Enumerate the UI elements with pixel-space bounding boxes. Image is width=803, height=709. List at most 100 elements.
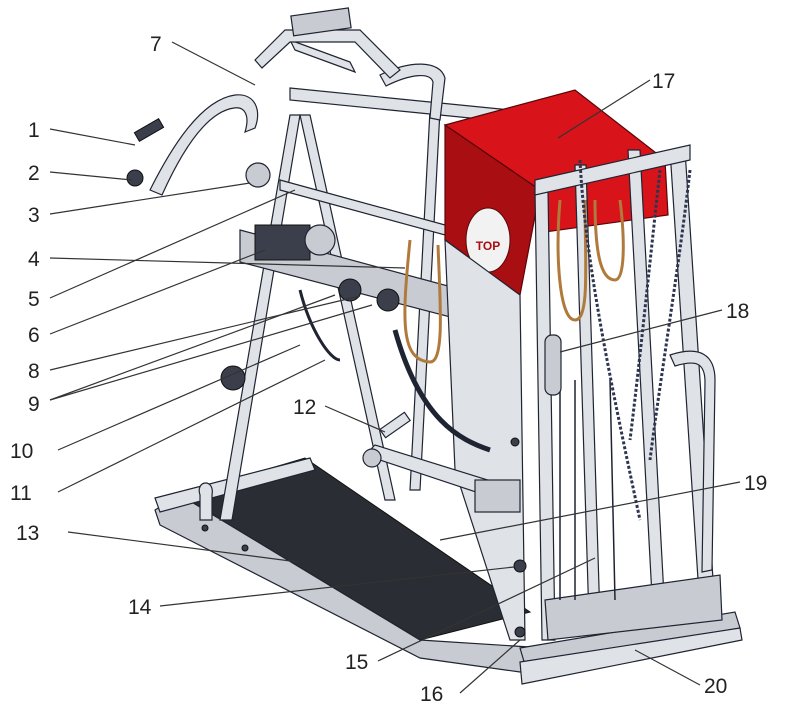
label-10: 10 (10, 440, 33, 463)
callout-11: 11 (10, 359, 326, 505)
pulley-2 (376, 288, 400, 312)
base-foot-right (519, 627, 743, 685)
leader-5 (49, 189, 296, 299)
bolt-1 (201, 524, 209, 532)
front-side-bar (669, 350, 716, 573)
callout-8: 8 (28, 295, 361, 383)
sling-belt (392, 329, 491, 453)
callout-13: 13 (16, 522, 299, 563)
label-16: 16 (420, 683, 443, 706)
winch-motor (254, 224, 311, 261)
strap-1 (403, 239, 442, 364)
callout-3: 3 (28, 182, 251, 227)
tie-ring (198, 482, 213, 521)
label-3: 3 (28, 204, 40, 227)
leader-16 (459, 639, 521, 694)
callout-4: 4 (28, 248, 406, 271)
callout-15: 15 (345, 557, 596, 674)
leader-14 (159, 566, 515, 607)
callout-1: 1 (28, 119, 136, 146)
leader-9a (49, 294, 336, 401)
leader-11 (57, 359, 326, 493)
bolt-14 (513, 559, 527, 573)
leader-8 (49, 295, 361, 371)
machine-illustration: TOP (126, 7, 743, 685)
label-20: 20 (704, 675, 727, 698)
leader-10 (57, 344, 301, 451)
top-handle-block (290, 7, 352, 37)
callout-5: 5 (28, 189, 296, 311)
label-15: 15 (345, 651, 368, 674)
strap-2 (556, 199, 588, 322)
front-gate-mid2 (627, 149, 666, 616)
callout-20: 20 (634, 649, 727, 698)
label-8: 8 (28, 360, 40, 383)
leader-19 (439, 481, 741, 541)
callout-7: 7 (150, 33, 256, 86)
panel-hole (510, 437, 520, 447)
logo-text: TOP (476, 239, 500, 253)
label-6: 6 (28, 324, 40, 347)
upper-arch-left (149, 94, 259, 196)
leader-1 (49, 128, 136, 146)
pulley-1 (338, 278, 362, 302)
callout-2: 2 (28, 162, 133, 185)
label-18: 18 (726, 300, 749, 323)
knob-2 (126, 169, 144, 187)
front-gate-left (534, 189, 556, 641)
callout-19: 19 (439, 472, 767, 541)
label-17: 17 (652, 70, 675, 93)
leader-7 (171, 41, 256, 86)
label-11: 11 (10, 482, 32, 505)
leader-12 (324, 405, 386, 433)
knob-3 (245, 162, 271, 188)
bolt-16 (514, 626, 526, 638)
callout-10: 10 (10, 344, 301, 463)
chain-1 (578, 159, 642, 521)
leader-2 (49, 171, 133, 181)
callouts: 1 2 3 4 5 6 7 (10, 33, 767, 706)
callout-17: 17 (557, 70, 675, 139)
label-5: 5 (28, 288, 40, 311)
label-7: 7 (150, 33, 162, 56)
foot-rest-lever (379, 411, 411, 439)
label-4: 4 (28, 248, 40, 271)
front-gate-top (534, 144, 691, 196)
callout-14: 14 (128, 566, 515, 619)
hydraulic-cylinder (544, 334, 562, 396)
callout-12: 12 (293, 396, 386, 433)
rear-leg-right (299, 114, 396, 501)
leader-13 (67, 531, 299, 563)
label-2: 2 (28, 162, 40, 185)
leader-9b (49, 304, 373, 401)
label-1: 1 (28, 119, 40, 142)
winch-assembly (126, 117, 400, 391)
label-12: 12 (293, 396, 316, 419)
foot-rest-gearbox (474, 479, 521, 513)
top-beam-rear (288, 38, 357, 74)
leader-3 (49, 182, 251, 215)
callout-9: 9 (28, 294, 373, 416)
callout-6: 6 (28, 249, 266, 347)
label-9: 9 (28, 393, 40, 416)
leader-15 (377, 557, 596, 662)
strap-3 (593, 199, 625, 282)
label-14: 14 (128, 596, 152, 619)
hose (298, 289, 341, 362)
leader-20 (634, 649, 701, 686)
winch-drum (304, 224, 336, 256)
leader-18 (559, 309, 723, 353)
chain-3 (648, 169, 692, 461)
bolt-2 (241, 544, 249, 552)
upper-arch-right (379, 63, 446, 121)
leader-6 (49, 249, 266, 335)
inner-rod-3 (609, 379, 616, 601)
leader-4 (49, 257, 406, 269)
label-19: 19 (744, 472, 767, 495)
chain-2 (628, 169, 662, 441)
hand-crank (133, 117, 165, 143)
label-13: 13 (16, 522, 39, 545)
foot-rest-pivot (362, 448, 382, 468)
callout-16: 16 (420, 639, 521, 706)
